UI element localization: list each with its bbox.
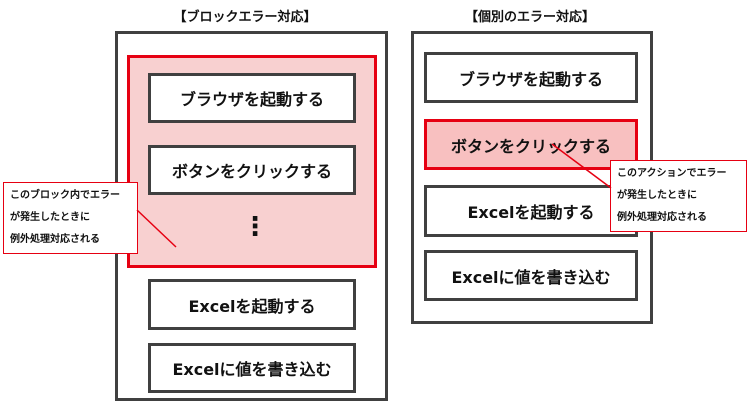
step-launch-excel: Excelを起動する (148, 279, 356, 330)
action-callout-leader (551, 143, 612, 189)
block-callout-leader (136, 209, 177, 248)
step-launch-browser-2: ブラウザを起動する (424, 52, 638, 103)
step-write-excel-2: Excelに値を書き込む (424, 250, 638, 301)
step-click-button-error: ボタンをクリックする (424, 119, 638, 170)
step-write-excel: Excelに値を書き込む (148, 343, 356, 393)
step-click-button: ボタンをクリックする (148, 145, 356, 195)
block-callout-line-2: が発生したときに (10, 212, 90, 223)
step-launch-browser: ブラウザを起動する (148, 73, 356, 123)
action-callout: このアクションでエラー が発生したときに 例外処理対応される (610, 160, 747, 232)
action-callout-line-3: 例外処理対応される (617, 212, 707, 223)
individual-error-title: 【個別のエラー対応】 (464, 10, 595, 25)
block-callout-line-1: このブロック内でエラー (10, 190, 120, 201)
action-callout-line-1: このアクションでエラー (617, 168, 727, 179)
block-callout-line-3: 例外処理対応される (10, 234, 100, 245)
block-error-title: 【ブロックエラー対応】 (173, 10, 317, 25)
block-callout: このブロック内でエラー が発生したときに 例外処理対応される (3, 182, 138, 254)
action-callout-line-2: が発生したときに (617, 190, 697, 201)
